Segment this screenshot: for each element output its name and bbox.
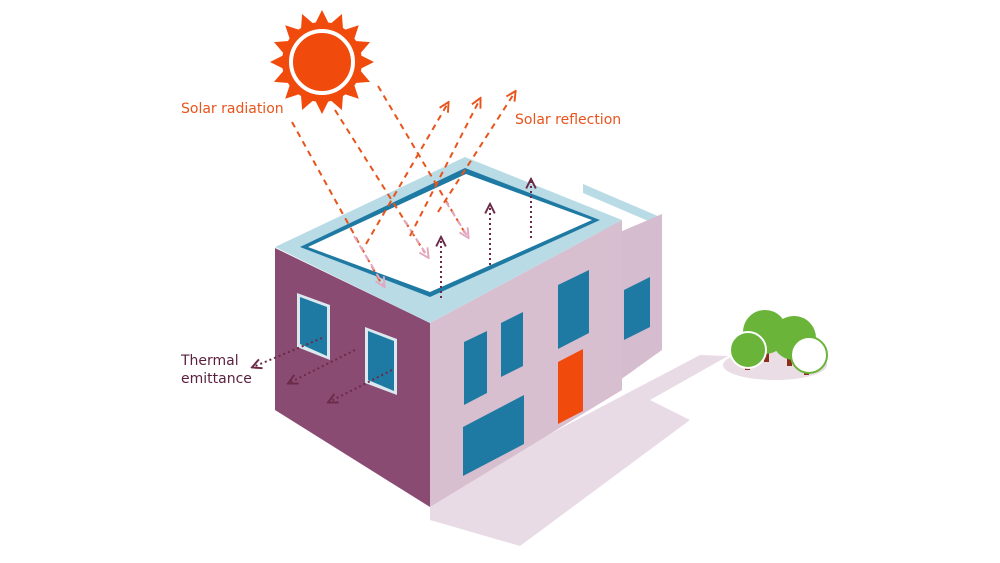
tree-icon xyxy=(729,310,828,375)
ground-shadow xyxy=(430,355,728,546)
thermal-emittance-label-line1: Thermal xyxy=(181,353,239,369)
wall-emittance-arrows xyxy=(253,337,393,402)
annex-window xyxy=(624,277,650,340)
right-windows xyxy=(463,270,589,476)
solar-reflection-label: Solar reflection xyxy=(515,112,622,128)
solar-radiation-arrows xyxy=(291,85,468,286)
left-windows xyxy=(297,293,397,395)
sun-icon xyxy=(270,10,374,114)
solar-reflection-arrows xyxy=(365,92,515,245)
thermal-emittance-label-line2: emittance xyxy=(181,371,252,387)
roof-emittance-arrows xyxy=(441,180,531,298)
roof-surface xyxy=(308,174,592,292)
solar-radiation-label: Solar radiation xyxy=(181,101,284,117)
door xyxy=(558,349,583,424)
